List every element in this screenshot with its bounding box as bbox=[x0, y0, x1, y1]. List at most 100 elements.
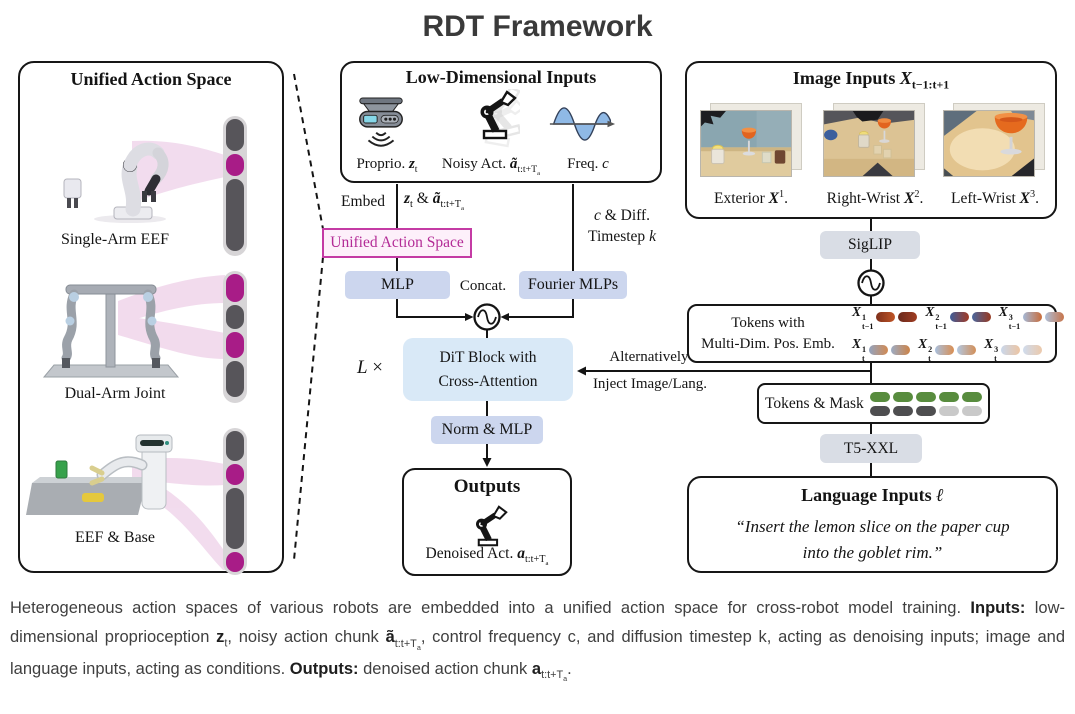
mask-token-pill bbox=[961, 391, 982, 402]
image-token-pill bbox=[876, 312, 896, 323]
zt-action-label: zt & ãt:t+Ta bbox=[404, 190, 464, 213]
mlp-box: MLP bbox=[345, 271, 450, 299]
mask-token-pill bbox=[938, 391, 959, 402]
low-dim-title: Low-Dimensional Inputs bbox=[405, 67, 597, 87]
norm-mlp-box: Norm & MLP bbox=[431, 416, 543, 444]
mask-token-pill bbox=[915, 391, 936, 402]
pos-emb-node-icon bbox=[857, 269, 885, 297]
unified-action-space-box: Unified Action Space bbox=[322, 228, 472, 258]
action-space-bar-1 bbox=[223, 116, 247, 256]
language-inputs-panel: Language Inputs ℓ “Insert the lemon slic… bbox=[687, 476, 1058, 573]
low-dim-inputs-panel: Low-Dimensional Inputs bbox=[340, 61, 662, 183]
language-inputs-title: Language Inputs ℓ bbox=[801, 485, 944, 505]
robot-label-eef-base: EEF & Base bbox=[75, 529, 155, 546]
exterior-camera-image bbox=[700, 103, 804, 179]
outputs-title: Outputs bbox=[453, 476, 521, 497]
mask-token-row bbox=[869, 405, 982, 416]
robot-arm-icon bbox=[476, 505, 508, 547]
action-dim-segment-dark bbox=[226, 361, 244, 397]
image-token-pill bbox=[1001, 344, 1021, 355]
dual-arm-robot-image bbox=[42, 284, 180, 378]
action-dim-segment-dark bbox=[226, 488, 244, 549]
robot-label-dual-arm: Dual-Arm Joint bbox=[64, 385, 166, 402]
robot-label-single-arm: Single-Arm EEF bbox=[61, 231, 169, 248]
mask-token-pill bbox=[961, 405, 982, 416]
action-space-bar-2 bbox=[223, 271, 247, 403]
image-token-pill bbox=[935, 344, 955, 355]
mask-token-pill bbox=[892, 405, 913, 416]
rdt-framework-diagram: Unified Action Space Single-Arm EEF bbox=[0, 46, 1075, 586]
action-dim-segment-magenta bbox=[226, 552, 244, 572]
single-arm-robot-image bbox=[63, 142, 169, 223]
image-token-pill bbox=[1045, 312, 1065, 323]
mask-token-pill bbox=[915, 405, 936, 416]
action-dim-segment-dark bbox=[226, 305, 244, 329]
noisy-robot-arm-icon bbox=[466, 89, 520, 153]
action-dim-segment-dark bbox=[226, 179, 244, 251]
right-wrist-camera-image bbox=[823, 103, 927, 179]
action-dim-segment-dark bbox=[226, 431, 244, 461]
image-token-pill bbox=[1023, 344, 1043, 355]
action-dim-segment-dark bbox=[226, 119, 244, 151]
noisy-action-label: Noisy Act. ãt:t+Ta bbox=[441, 156, 541, 177]
action-dim-segment-magenta bbox=[226, 332, 244, 358]
mask-token-pill bbox=[892, 391, 913, 402]
left-wrist-camera-label: Left-Wrist X3. bbox=[951, 189, 1039, 208]
mask-token-pill bbox=[938, 405, 959, 416]
zoom-guide-dashed-lines bbox=[293, 73, 324, 561]
exterior-camera-label: Exterior X1. bbox=[714, 189, 788, 208]
left-panel-title: Unified Action Space bbox=[70, 69, 232, 89]
image-token-pill bbox=[957, 344, 977, 355]
tokens-mask-box: Tokens & Mask bbox=[757, 383, 990, 424]
alternatively-label: Alternatively bbox=[609, 349, 689, 365]
connector-lines bbox=[293, 73, 885, 561]
tokens-mask-label: Tokens & Mask bbox=[765, 394, 864, 412]
right-wrist-camera-label: Right-Wrist X2. bbox=[826, 189, 924, 208]
image-inputs-title: Image Inputs Xt−1:t+1 bbox=[792, 68, 950, 92]
language-token-row bbox=[869, 391, 982, 402]
left-wrist-camera-image bbox=[943, 103, 1047, 179]
action-dim-segment-magenta bbox=[226, 154, 244, 176]
action-space-bar-3 bbox=[223, 428, 247, 575]
concat-label: Concat. bbox=[459, 278, 507, 294]
concat-node-icon bbox=[473, 303, 501, 331]
image-token-pill bbox=[949, 312, 969, 323]
mask-token-pill bbox=[869, 405, 890, 416]
fourier-mlps-box: Fourier MLPs bbox=[519, 271, 627, 299]
frequency-label: Freq. c bbox=[567, 156, 609, 172]
embed-label: Embed bbox=[341, 193, 385, 210]
action-dim-segment-magenta bbox=[226, 464, 244, 485]
image-token-pill bbox=[898, 312, 918, 323]
language-instruction-quote: “Insert the lemon slice on the paper cup… bbox=[735, 517, 1010, 562]
unified-action-space-panel: Unified Action Space Single-Arm EEF bbox=[18, 61, 284, 575]
action-dim-segment-magenta bbox=[226, 274, 244, 302]
eef-base-robot-image bbox=[26, 434, 173, 515]
image-token-pill bbox=[971, 312, 991, 323]
outputs-panel: Outputs Denoised Act. at:t+Ta bbox=[402, 468, 572, 576]
page-title: RDT Framework bbox=[422, 10, 653, 43]
image-inputs-panel: Image Inputs Xt−1:t+1 bbox=[685, 61, 1057, 219]
c-diff-timestep-label: c & Diff.Timestep k bbox=[588, 207, 656, 245]
proprio-label: Proprio. zt bbox=[356, 156, 418, 175]
inject-image-lang-label: Inject Image/Lang. bbox=[592, 376, 708, 392]
image-token-pill bbox=[869, 344, 889, 355]
image-token-pill bbox=[1023, 312, 1043, 323]
dashcam-sensor-icon bbox=[359, 97, 403, 147]
t5-xxl-encoder-box: T5-XXL bbox=[820, 434, 922, 463]
mask-token-pill bbox=[869, 391, 890, 402]
l-times-label: L × bbox=[356, 357, 384, 378]
sine-wave-icon bbox=[549, 107, 616, 141]
denoised-action-label: Denoised Act. at:t+Ta bbox=[425, 544, 549, 567]
image-token-pill bbox=[891, 344, 911, 355]
figure-caption: Heterogeneous action spaces of various r… bbox=[10, 599, 1065, 684]
